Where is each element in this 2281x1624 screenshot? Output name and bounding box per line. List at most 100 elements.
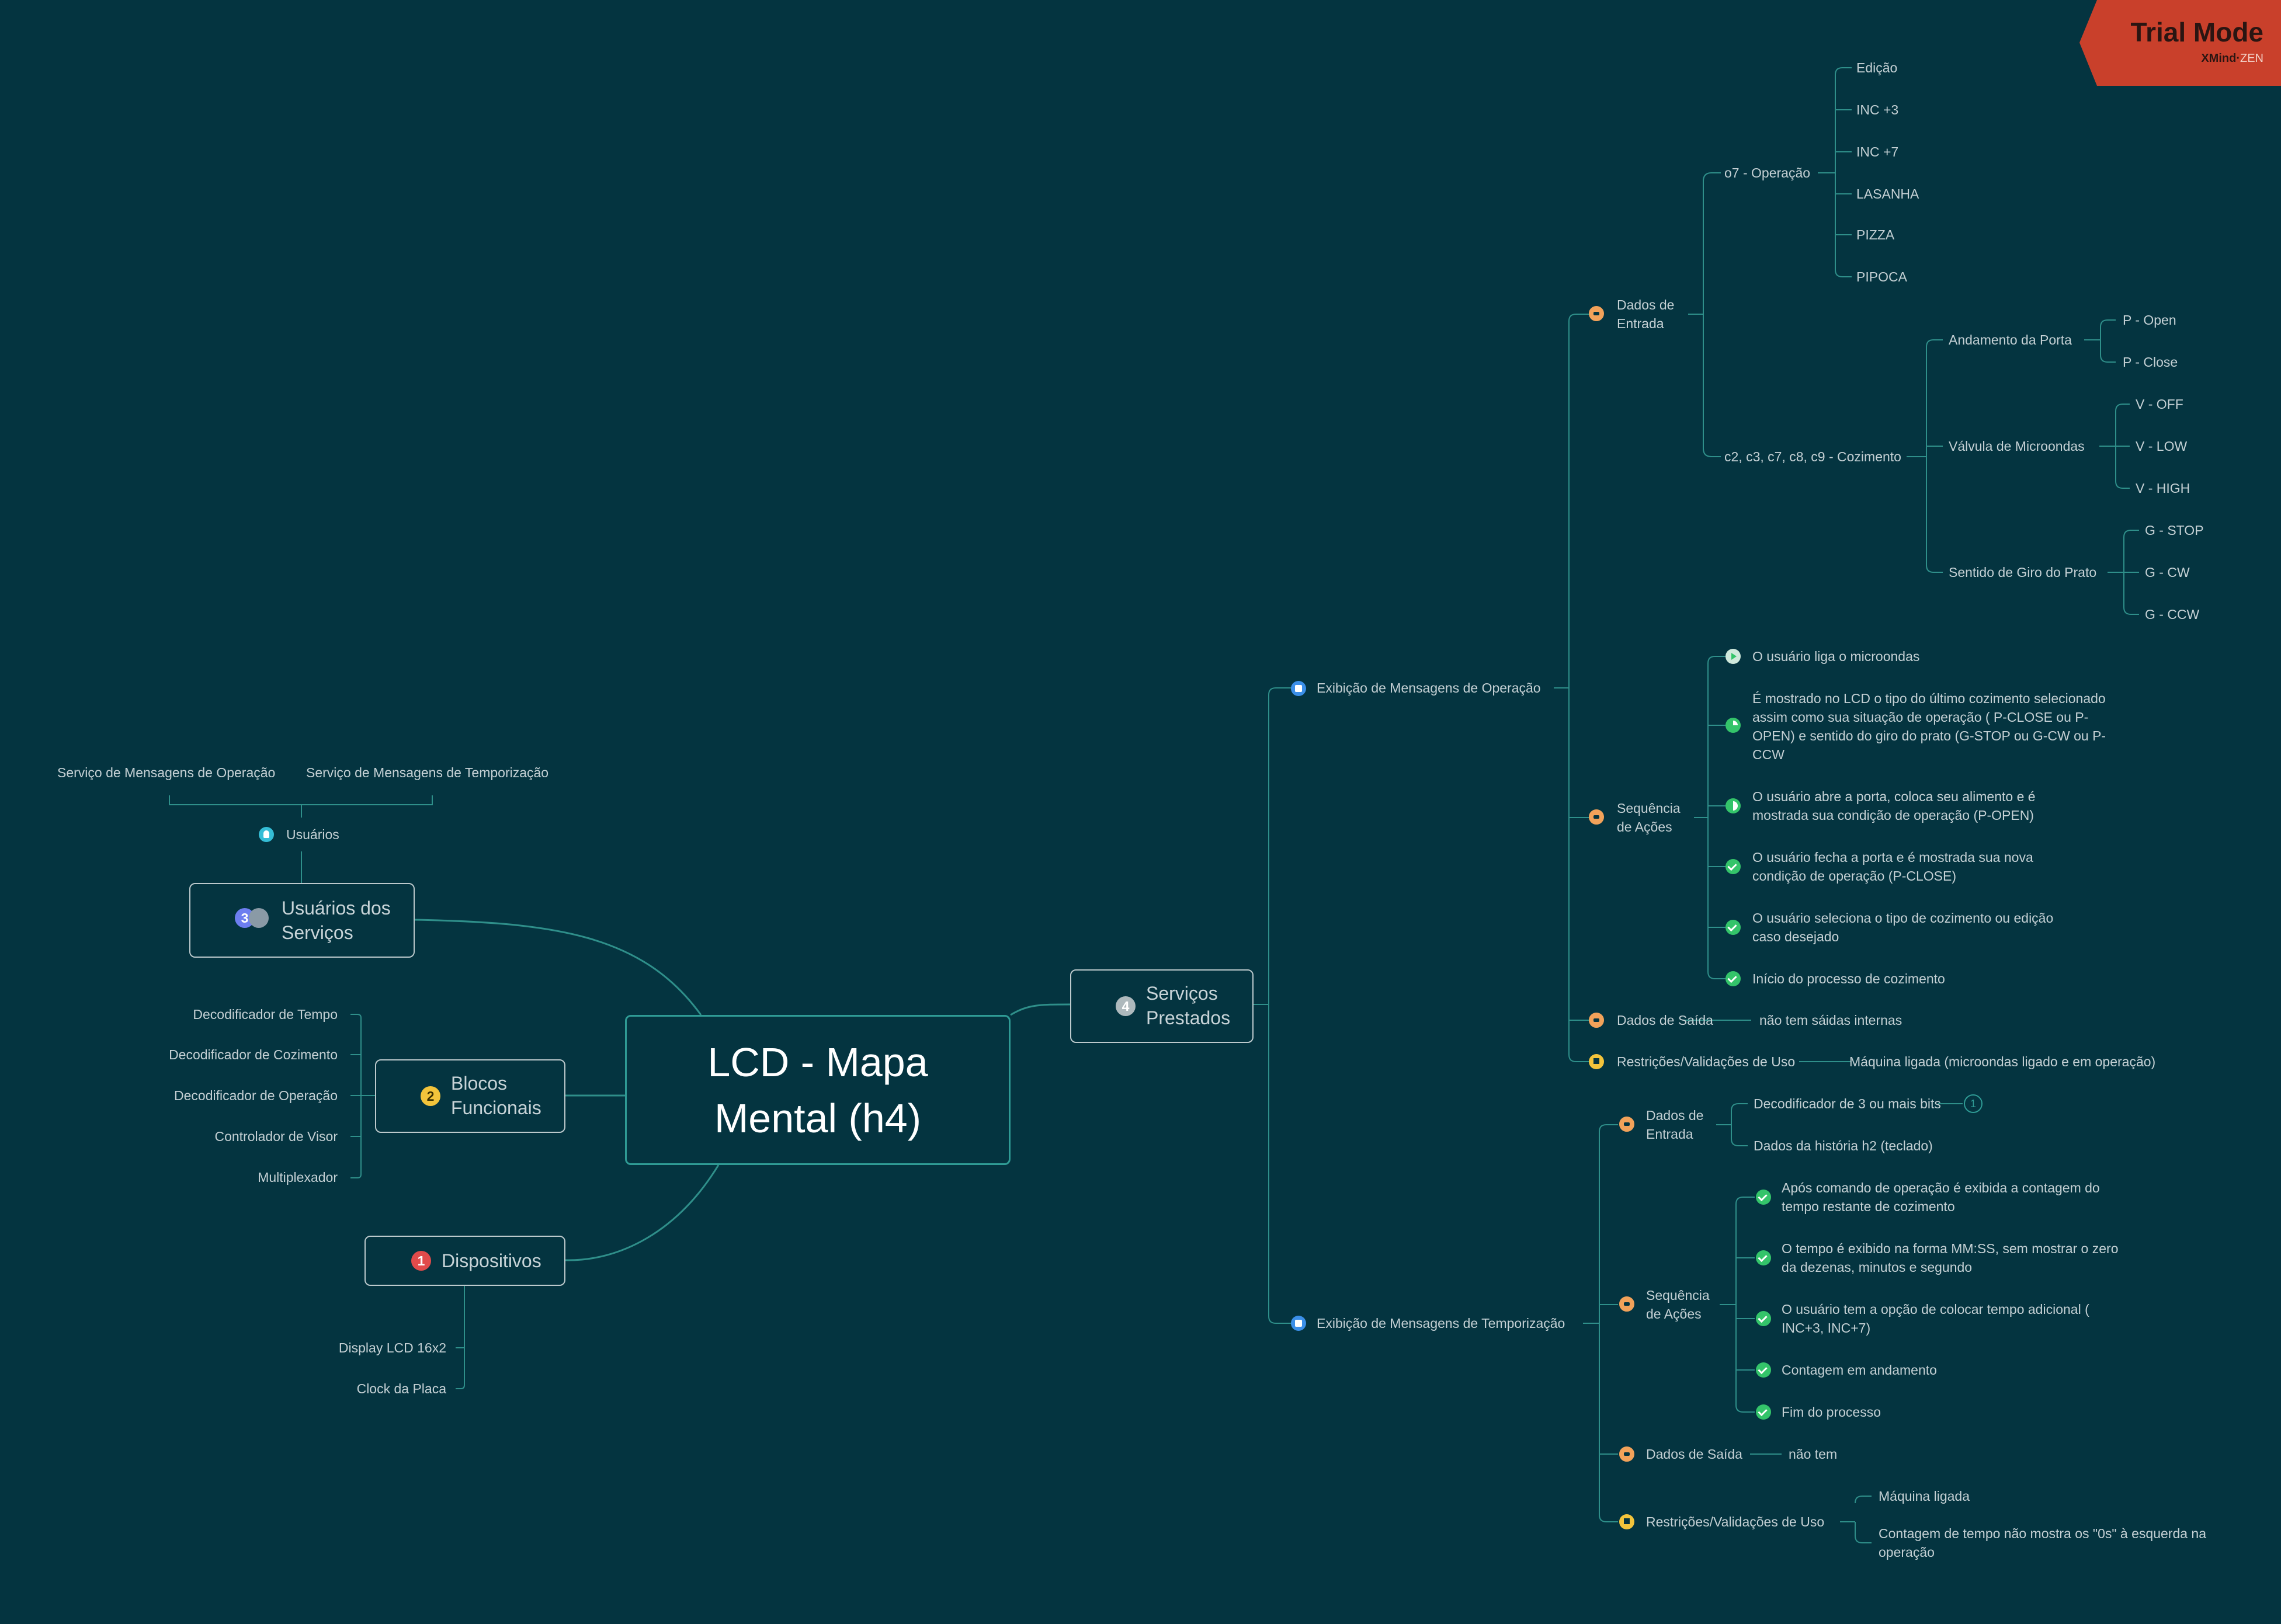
trial-brand: XMind·ZEN [2201,52,2263,65]
check-icon [1756,1250,1771,1265]
node-usuarios[interactable]: Usuários [286,827,339,842]
node-o7-item-4[interactable]: LASANHA [1856,186,1919,201]
node-exibicao-temporizacao[interactable]: Exibição de Mensagens de Temporização [1317,1316,1565,1331]
node-porta-item-1[interactable]: P - Open [2123,312,2176,328]
check-icon [1756,1404,1771,1420]
sequence-icon [1619,1296,1634,1312]
input-arrow-icon [1589,306,1604,321]
connector-dispositivos [565,1164,720,1261]
topic-label: Serviços Prestados [1146,983,1231,1028]
node-o7-item-3[interactable]: INC +7 [1856,144,1899,159]
central-topic[interactable]: LCD - Mapa Mental (h4) [625,1015,1011,1165]
node-seq-op-1[interactable]: O usuário liga o microondas [1752,649,1920,664]
node-usuario-item-1[interactable]: Serviço de Mensagens de Operação [57,765,276,780]
trial-mode-banner[interactable]: Trial Mode XMind·ZEN [2079,0,2281,86]
node-saida-op-value[interactable]: não tem sáidas internas [1759,1013,1902,1028]
node-dados-entrada-op[interactable]: Dados de Entrada [1617,297,1675,331]
node-restricoes-op-value[interactable]: Máquina ligada (microondas ligado e em o… [1849,1054,2156,1069]
node-restricoes-temp-1[interactable]: Máquina ligada [1879,1489,1970,1504]
node-valvula-item-1[interactable]: V - OFF [2136,397,2183,412]
people-icon [249,908,269,928]
node-giro-item-3[interactable]: G - CCW [2145,607,2200,622]
node-sequencia-op[interactable]: Sequência de Ações [1617,801,1681,834]
output-arrow-icon [1589,1013,1604,1028]
node-seq-temp-4[interactable]: Contagem em andamento [1782,1362,1937,1378]
node-saida-temp-value[interactable]: não tem [1789,1446,1838,1462]
node-o7-operacao[interactable]: o7 - Operação [1724,165,1811,180]
node-dados-entrada-temp[interactable]: Dados de Entrada [1646,1108,1704,1142]
node-dispositivo-2[interactable]: Clock da Placa [356,1381,446,1396]
check-icon [1756,1362,1771,1378]
node-valvula-item-2[interactable]: V - LOW [2136,439,2188,454]
check-icon [1725,859,1741,874]
start-icon [1725,649,1741,664]
node-seq-op-2[interactable]: É mostrado no LCD o tipo do último cozim… [1752,691,2106,762]
node-seq-op-3[interactable]: O usuário abre a porta, coloca seu alime… [1752,789,2036,823]
node-usuario-item-2[interactable]: Serviço de Mensagens de Temporização [306,765,549,780]
flag-icon [1291,1316,1306,1331]
topic-label: Blocos Funcionais [451,1073,541,1118]
node-o7-item-1[interactable]: Edição [1856,60,1898,75]
topic-servicos-prestados[interactable]: 4 Serviços Prestados [1070,969,1254,1043]
node-porta-item-2[interactable]: P - Close [2123,354,2178,370]
node-restricoes-op[interactable]: Restrições/Validações de Uso [1617,1054,1796,1069]
node-cozimento[interactable]: c2, c3, c7, c8, c9 - Cozimento [1724,449,1901,464]
node-bloco-1[interactable]: Decodificador de Tempo [193,1007,338,1022]
connector-servicos [1010,1003,1071,1016]
sequence-icon [1589,809,1604,825]
user-icon [259,827,274,842]
node-seq-temp-1[interactable]: Após comando de operação é exibida a con… [1782,1180,2100,1214]
node-dados-saida-op[interactable]: Dados de Saída [1617,1013,1713,1028]
input-arrow-icon [1619,1117,1634,1132]
node-giro-prato[interactable]: Sentido de Giro do Prato [1949,565,2097,580]
node-seq-temp-5[interactable]: Fim do processo [1782,1404,1881,1420]
check-icon [1725,971,1741,986]
check-icon [1756,1311,1771,1326]
output-arrow-icon [1619,1446,1634,1462]
node-bloco-5[interactable]: Multiplexador [258,1170,338,1185]
note-badge-icon[interactable]: 1 [1964,1094,1983,1113]
topic-label: Dispositivos [442,1250,541,1271]
node-seq-op-4[interactable]: O usuário fecha a porta e é mostrada sua… [1752,850,2033,884]
node-restricoes-temp-2[interactable]: Contagem de tempo não mostra os "0s" à e… [1879,1526,2206,1560]
node-valvula[interactable]: Válvula de Microondas [1949,439,2085,454]
node-o7-item-6[interactable]: PIPOCA [1856,269,1907,284]
topic-label: Usuários dos Serviços [282,898,391,943]
node-bloco-4[interactable]: Controlador de Visor [214,1129,338,1144]
node-sequencia-temp[interactable]: Sequência de Ações [1646,1288,1710,1322]
topic-usuarios-servicos[interactable]: 3 Usuários dos Serviços [189,883,415,958]
priority-2-icon: 2 [421,1086,440,1106]
node-entrada-temp-1[interactable]: Decodificador de 3 ou mais bits [1754,1096,1941,1111]
check-icon [1725,920,1741,935]
connector-usuarios [414,919,702,1016]
node-seq-op-6[interactable]: Início do processo de cozimento [1752,971,1945,986]
check-icon [1756,1190,1771,1205]
priority-1-icon: 1 [411,1251,431,1271]
node-exibicao-operacao[interactable]: Exibição de Mensagens de Operação [1317,680,1541,695]
node-giro-item-1[interactable]: G - STOP [2145,523,2204,538]
node-giro-item-2[interactable]: G - CW [2145,565,2190,580]
node-valvula-item-3[interactable]: V - HIGH [2136,481,2190,496]
topic-dispositivos[interactable]: 1 Dispositivos [364,1236,565,1286]
node-restricoes-temp[interactable]: Restrições/Validações de Uso [1646,1514,1825,1529]
node-o7-item-5[interactable]: PIZZA [1856,227,1895,242]
node-andamento-porta[interactable]: Andamento da Porta [1949,332,2072,347]
node-seq-temp-2[interactable]: O tempo é exibido na forma MM:SS, sem mo… [1782,1241,2119,1275]
node-o7-item-2[interactable]: INC +3 [1856,102,1899,117]
topic-blocos-funcionais[interactable]: 2 Blocos Funcionais [375,1059,565,1133]
node-bloco-2[interactable]: Decodificador de Cozimento [169,1047,338,1062]
node-seq-op-5[interactable]: O usuário seleciona o tipo de cozimento … [1752,910,2054,944]
node-seq-temp-3[interactable]: O usuário tem a opção de colocar tempo a… [1782,1302,2089,1336]
trial-mode-title: Trial Mode [2130,17,2263,47]
flag-icon [1291,681,1306,696]
priority-4-icon: 4 [1116,996,1136,1016]
progress-25-icon [1725,718,1741,733]
warning-icon [1589,1054,1604,1069]
node-entrada-temp-2[interactable]: Dados da história h2 (teclado) [1754,1138,1933,1153]
node-dados-saida-temp[interactable]: Dados de Saída [1646,1446,1742,1462]
node-dispositivo-1[interactable]: Display LCD 16x2 [338,1340,446,1355]
warning-icon [1619,1514,1634,1529]
progress-50-icon [1725,798,1741,813]
node-bloco-3[interactable]: Decodificador de Operação [174,1088,338,1103]
